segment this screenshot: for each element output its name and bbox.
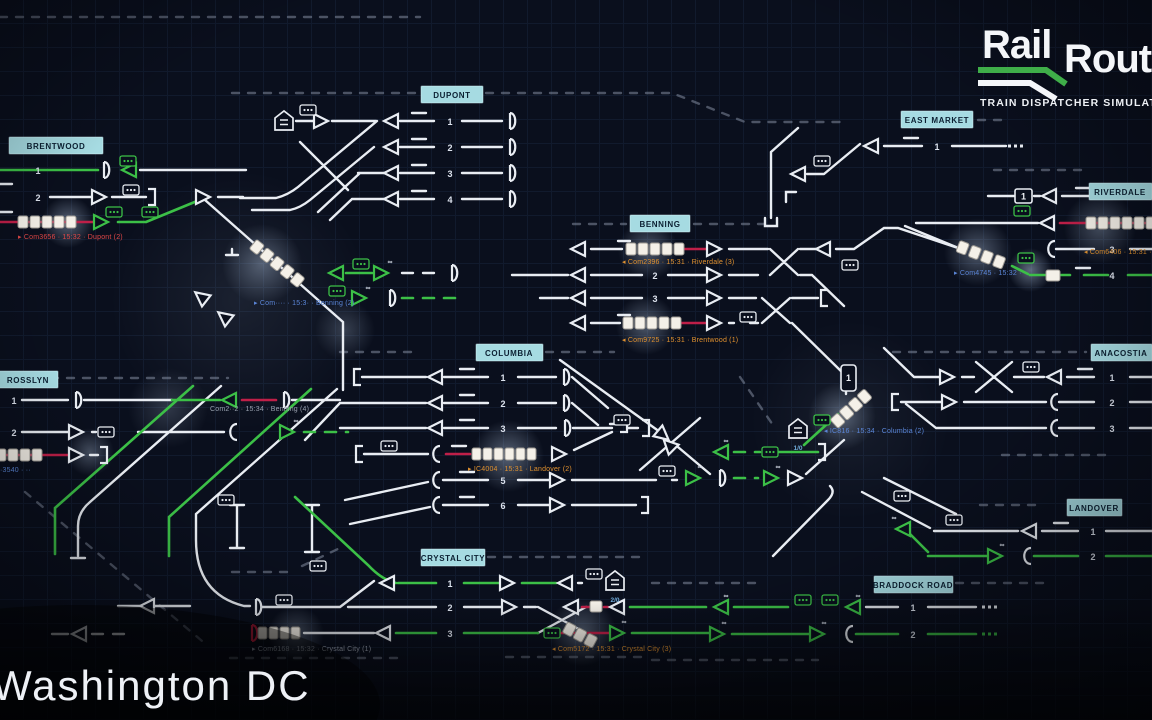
logo-white-stripe <box>978 80 1058 102</box>
logo: Rail Route TRAIN DISPATCHER SIMULATOR <box>978 23 1152 109</box>
logo-green-stripe <box>978 67 1068 87</box>
logo-text-route: Route <box>1064 37 1152 81</box>
corner-shade <box>0 605 380 720</box>
map-title: Washington DC <box>0 662 311 709</box>
logo-tagline: TRAIN DISPATCHER SIMULATOR <box>980 97 1152 109</box>
bottom-shade <box>0 600 1152 720</box>
logo-text-rail: Rail <box>982 23 1051 67</box>
